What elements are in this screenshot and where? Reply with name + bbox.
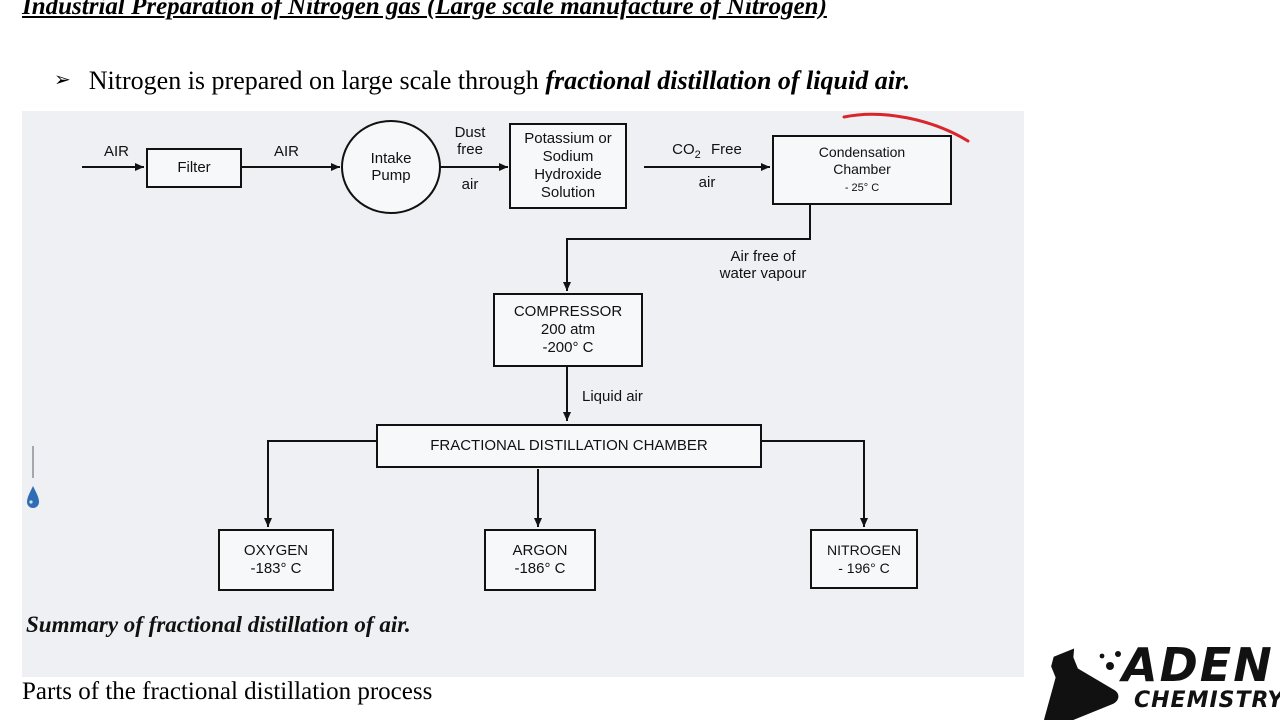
- condensation-chamber-box: Condensation Chamber - 25° C: [772, 135, 952, 205]
- pump-line-1: Intake: [370, 150, 412, 167]
- flow-diagram-lines: [82, 112, 970, 527]
- logo-wordmark-aden: ADEN: [1122, 638, 1274, 692]
- hydroxide-line-2: Sodium: [542, 148, 594, 165]
- label-air-free-of-water: Air free of water vapour: [708, 248, 818, 282]
- bullet-arrow-icon: ➢: [54, 67, 71, 91]
- fractional-distillation-chamber-box: FRACTIONAL DISTILLATION CHAMBER: [376, 424, 762, 468]
- argon-line-2: -186° C: [514, 560, 566, 577]
- compressor-line-1: COMPRESSOR: [513, 303, 623, 320]
- compressor-line-2: 200 atm: [540, 321, 596, 338]
- fractional-chamber-label: FRACTIONAL DISTILLATION CHAMBER: [430, 437, 708, 454]
- bullet-emphasis: fractional distillation of liquid air.: [545, 66, 911, 95]
- hydroxide-line-1: Potassium or: [524, 130, 612, 147]
- nitrogen-line-1: NITROGEN: [827, 542, 901, 558]
- pump-line-2: Pump: [371, 167, 411, 184]
- slide-title: Industrial Preparation of Nitrogen gas (…: [22, 0, 827, 20]
- oxygen-line-2: -183° C: [250, 560, 302, 577]
- dust-free-line-1: Dust: [454, 124, 486, 141]
- nitrogen-line-2: - 196° C: [838, 560, 890, 576]
- argon-box: ARGON -186° C: [484, 529, 596, 591]
- hydroxide-line-4: Solution: [540, 184, 596, 201]
- hydroxide-line-3: Hydroxide: [534, 166, 602, 183]
- water-free-line-2: water vapour: [719, 265, 807, 282]
- arrow-condensation-to-compressor: [563, 205, 811, 291]
- label-air-in: AIR: [104, 143, 130, 160]
- textbook-scan-panel: AIR Filter AIR Intake Pump Dust free air…: [22, 111, 1024, 677]
- label-air-mid: AIR: [274, 143, 300, 160]
- arrow-fractional-to-nitrogen: [760, 440, 868, 527]
- logo-wordmark-chemistry: CHEMISTRY: [1134, 688, 1280, 713]
- red-annotation-stroke: [842, 112, 970, 143]
- label-liquid-air: Liquid air: [582, 388, 643, 405]
- intake-pump-circle: [341, 120, 441, 214]
- label-dust-free-air: Dust free air: [444, 124, 496, 193]
- dust-free-line-3: air: [461, 176, 479, 193]
- argon-line-1: ARGON: [512, 542, 568, 559]
- hydroxide-solution-box: Potassium or Sodium Hydroxide Solution: [509, 123, 627, 209]
- co2-free-text: Free: [710, 141, 742, 158]
- water-free-line-1: Air free of: [730, 248, 796, 265]
- footer-text: Parts of the fractional distillation pro…: [22, 678, 433, 705]
- co2-air-text: air: [698, 174, 716, 191]
- condensation-line-2: Chamber: [833, 160, 891, 177]
- diagram-caption: Summary of fractional distillation of ai…: [26, 612, 411, 637]
- condensation-temp: - 25° C: [844, 181, 880, 194]
- filter-label: Filter: [177, 159, 211, 176]
- dust-free-line-2: free: [457, 141, 483, 158]
- condensation-line-1: Condensation: [818, 143, 906, 160]
- oxygen-box: OXYGEN -183° C: [218, 529, 334, 591]
- co2-subscript: 2: [694, 149, 701, 161]
- aden-logo-flask-icon: [1044, 648, 1121, 720]
- compressor-box: COMPRESSOR 200 atm -200° C: [493, 293, 643, 367]
- co2-text: CO: [672, 141, 695, 158]
- compressor-line-3: -200° C: [542, 339, 594, 356]
- water-drop-icon: [27, 446, 39, 508]
- intake-pump-label: Intake Pump: [343, 150, 439, 184]
- nitrogen-box: NITROGEN - 196° C: [810, 529, 918, 589]
- intro-bullet: ➢ Nitrogen is prepared on large scale thr…: [54, 66, 910, 96]
- arrow-fractional-to-oxygen: [264, 440, 376, 527]
- filter-box: Filter: [146, 148, 242, 188]
- oxygen-line-1: OXYGEN: [243, 542, 309, 559]
- bullet-text: Nitrogen is prepared on large scale thro…: [88, 66, 546, 95]
- label-co2-free-air: CO2 Free air: [662, 141, 752, 191]
